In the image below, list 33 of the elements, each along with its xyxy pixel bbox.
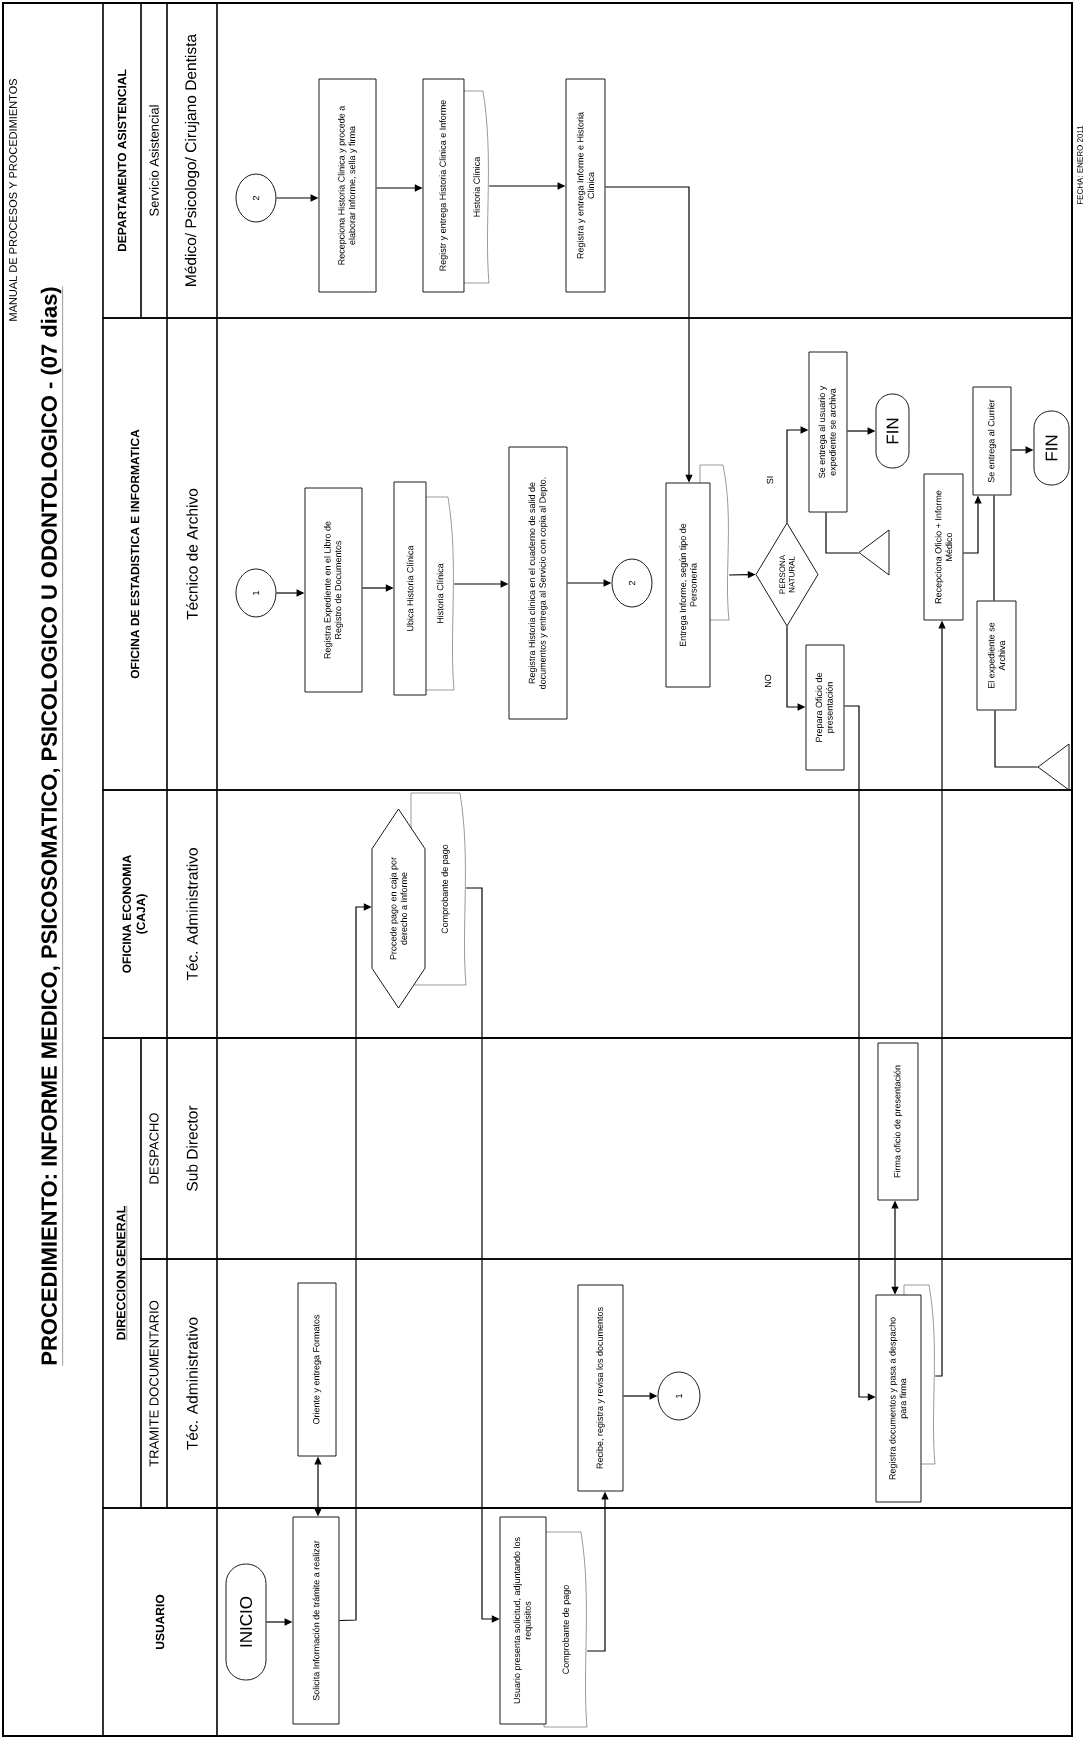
process-box: Recibe, registra y revisa los documentos xyxy=(577,1284,624,1492)
edge-label: NO xyxy=(763,673,773,689)
node-label: Historia Clínica xyxy=(436,563,444,624)
process-box: Prepara Oficio de presentación xyxy=(805,644,845,771)
process-box: Registra y entrega Informe e Historia Clinica xyxy=(565,78,606,293)
document-stack: Registr y entrega Historia Clinica e Informe Historia Clínica xyxy=(422,78,490,293)
date-note: FECHA: ENERO 2011 xyxy=(1077,125,1083,205)
archive-triangle xyxy=(1037,743,1070,791)
edge-label: SI xyxy=(765,474,775,486)
connector-line xyxy=(994,709,1039,768)
process-box: Se entrega al usuario y expediente se archiva xyxy=(808,351,848,513)
process-box: El expediente se Archiva xyxy=(976,600,1017,711)
process-box: Oriente y entrega Formatos xyxy=(297,1282,337,1457)
document-stack: Usuario presenta solicitud, adjuntando los requisitos Comprobante de pago xyxy=(499,1516,588,1728)
process-box: Recepciona Historia Clinica y procede a elaborar Informe, sella y firma xyxy=(318,78,377,293)
process-box: Registra Expediente en el Libro de Registro de Documentos xyxy=(304,487,363,693)
process-box: Solicita Información de trámite a realizar xyxy=(292,1516,340,1725)
header-note: MANUAL DE PROCESOS Y PROCEDIMIENTOS xyxy=(9,79,17,321)
process-box: Recepciona Oficio + Informe Médico xyxy=(923,473,964,621)
document-stack: Registra documentos y pasa a despacho para firma xyxy=(875,1284,936,1503)
payment-hexagon: Procede pago en caja por derecho a Informe Comprobante de pago xyxy=(371,792,467,1009)
node-label: Comprobante de pago xyxy=(562,1585,571,1674)
archive-triangle xyxy=(858,529,890,576)
connector-line xyxy=(993,494,995,602)
node-label: Procede pago en caja por derecho a Informe xyxy=(389,857,408,960)
process-box: Registra Historia clinica en el cuaderno de salid de documentos y entrega al Servicio con copia al Depto. xyxy=(508,446,568,720)
node-label: Historia Clínica xyxy=(473,156,480,217)
title: PROCEDIMIENTO: INFORME MEDICO, PSICOSOMATICO, PSICOLOGICO U ODONTOLOGICO - (07 dias) xyxy=(40,286,63,1366)
document-stack: Entrega Informe, según tipo de Personería xyxy=(665,464,730,688)
connector-line xyxy=(825,511,860,554)
document-stack: Ubica Historia Clínica Historia Clínica xyxy=(393,481,455,696)
process-box: Se entrega al Currier xyxy=(972,386,1012,496)
process-box: Firma oficio de presentación xyxy=(877,1042,919,1201)
